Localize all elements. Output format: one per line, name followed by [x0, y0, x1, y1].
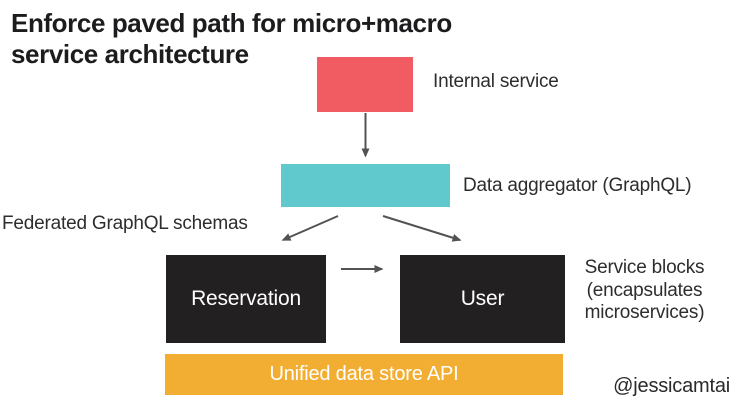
slide-title-line-2: service architecture	[11, 39, 249, 69]
internal-service-annotation: Internal service	[433, 71, 559, 92]
unified-data-store-label: Unified data store API	[269, 363, 459, 385]
arrow-aggregator-to-reservation	[281, 215, 339, 241]
service-blocks-annotation-line-1: Service blocks	[584, 257, 705, 278]
arrow-aggregator-to-user	[382, 215, 462, 242]
reservation-service-box: Reservation	[166, 255, 326, 343]
federated-schemas-annotation: Federated GraphQL schemas	[2, 213, 248, 234]
slide-title-line-1: Enforce paved path for micro+macro	[11, 8, 452, 38]
internal-service-box	[317, 57, 413, 112]
reservation-box-label: Reservation	[191, 287, 301, 310]
slide-title: Enforce paved path for micro+macro servi…	[11, 8, 452, 70]
service-blocks-annotation-line-3: microservices)	[584, 302, 705, 323]
unified-data-store-bar: Unified data store API	[165, 354, 563, 395]
author-handle: @jessicamtai	[613, 375, 730, 397]
user-box-label: User	[460, 287, 505, 310]
data-aggregator-box	[281, 164, 450, 207]
user-service-box: User	[400, 255, 565, 343]
data-aggregator-annotation: Data aggregator (GraphQL)	[463, 175, 692, 196]
service-blocks-annotation-line-2: (encapsulates	[586, 279, 703, 301]
service-blocks-annotation: Service blocks (encapsulates microservic…	[578, 257, 711, 325]
